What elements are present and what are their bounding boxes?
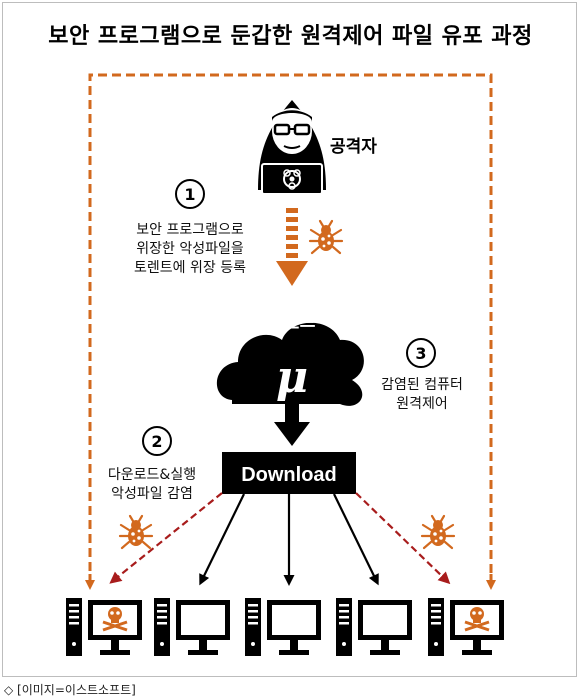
- skull-icon: [102, 607, 128, 632]
- skull-icon: [464, 607, 490, 632]
- step-2-badge: 2: [142, 426, 172, 456]
- step-1-line: 위장한 악성파일을: [136, 241, 244, 257]
- remote-control-loop-line: [88, 73, 493, 585]
- download-box: [222, 452, 356, 494]
- step-2-line: 악성파일 감염: [111, 486, 193, 502]
- step-1-line: 토렌트에 위장 등록: [134, 260, 246, 276]
- malware-bug-icon-right: [420, 514, 456, 550]
- computer-4: [336, 598, 412, 656]
- figure-frame: [2, 2, 577, 677]
- torrent-symbol: μ: [276, 352, 308, 403]
- torrent-label: 토렌트: [269, 312, 316, 332]
- upload-arrow: [276, 208, 308, 286]
- svg-text:1: 1: [184, 185, 195, 204]
- step-3-badge: 3: [406, 338, 436, 368]
- step-1-description: 보안 프로그램으로 위장한 악성파일을 토렌트에 위장 등록: [110, 221, 270, 278]
- step-2-line: 다운로드&실행: [107, 467, 197, 483]
- hacker-icon: [258, 100, 326, 195]
- malware-bug-icon-left: [118, 514, 154, 550]
- step-3-line: 원격제어: [396, 396, 448, 412]
- download-label: Download: [241, 464, 337, 486]
- attacker-label: 공격자: [330, 137, 377, 157]
- clean-arrow-3: [333, 493, 379, 586]
- computer-3: [245, 598, 321, 656]
- step-3-description: 감염된 컴퓨터 원격제어: [360, 376, 484, 414]
- step-2-description: 다운로드&실행 악성파일 감염: [86, 466, 218, 504]
- malware-bug-icon: [308, 219, 344, 255]
- diagram-title: 보안 프로그램으로 둔갑한 원격제어 파일 유포 과정: [48, 24, 533, 49]
- clean-arrow-1: [199, 493, 245, 586]
- download-arrow-head: [274, 422, 310, 446]
- torrent-cloud-icon: [216, 322, 364, 406]
- computer-2: [154, 598, 230, 656]
- infected-computer-right: [428, 598, 504, 656]
- infect-arrow-right: [355, 492, 451, 585]
- svg-text:2: 2: [151, 432, 162, 451]
- infected-computer-left: [66, 598, 142, 656]
- svg-text:3: 3: [415, 344, 426, 363]
- step-1-badge: 1: [175, 179, 205, 209]
- infect-arrow-left: [109, 492, 223, 584]
- step-1-line: 보안 프로그램으로: [136, 222, 244, 238]
- step-3-line: 감염된 컴퓨터: [381, 377, 463, 393]
- download-arrow-shaft: [285, 402, 299, 424]
- image-caption: ◇ [이미지=이스트소프트]: [4, 683, 136, 697]
